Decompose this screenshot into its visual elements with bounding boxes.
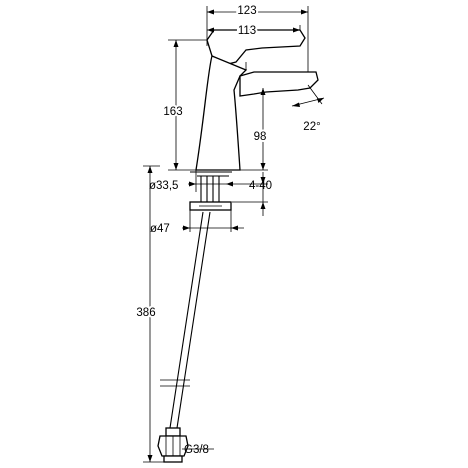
dim-lever-length: 113 xyxy=(238,25,256,37)
dim-overall-length: 123 xyxy=(237,5,256,17)
dim-spout-angle: 22° xyxy=(303,121,320,133)
dim-connection-thread: G3/8 xyxy=(184,444,209,456)
supply-hose xyxy=(157,211,211,463)
dim-deck-thickness: 4-40 xyxy=(249,180,272,192)
dim-hose-length: 386 xyxy=(136,307,155,319)
mounting-hardware xyxy=(189,171,232,211)
dimension-lines xyxy=(147,9,325,462)
dim-plate-diameter: ø47 xyxy=(150,223,170,235)
dim-body-diameter: ø33,5 xyxy=(149,180,178,192)
faucet-body xyxy=(195,29,319,171)
dim-total-height: 163 xyxy=(163,106,182,118)
dimension-labels: 123 113 163 98 22° ø33,5 4-40 ø47 386 G3… xyxy=(134,3,320,456)
dim-spout-height: 98 xyxy=(254,131,267,143)
